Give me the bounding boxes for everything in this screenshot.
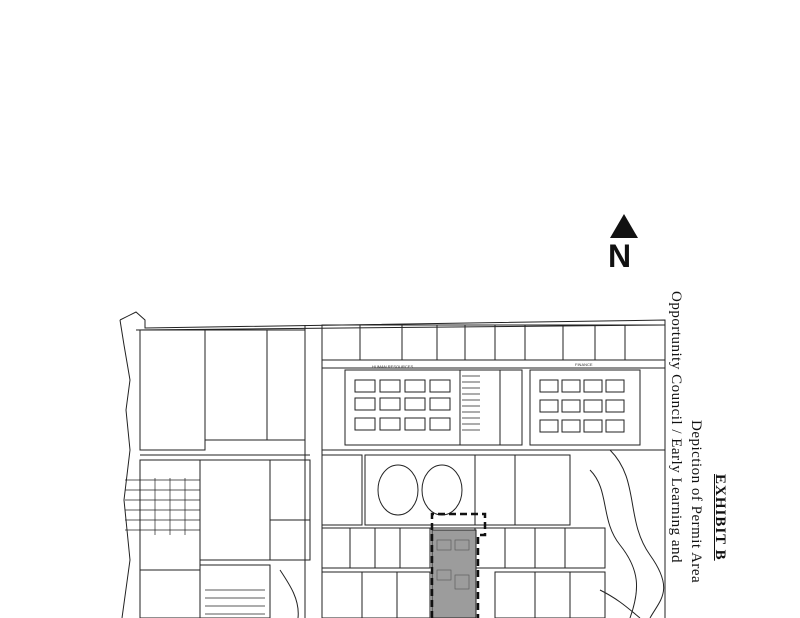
west-room-2 [204, 329, 268, 441]
permit-boundary [430, 512, 487, 618]
north-arrow-letter: N [608, 238, 632, 274]
exhibit-caption-line-1: Depiction of Permit Area [688, 420, 704, 584]
room-label-human-resources: HUMAN RESOURCES [372, 364, 413, 369]
north-arrow-icon [610, 214, 638, 238]
exhibit-caption-line-2: Opportunity Council / Early Learning and [668, 291, 684, 564]
building-west-wall [119, 319, 131, 618]
finance-area [529, 369, 641, 446]
room-label-finance: FINANCE [575, 362, 593, 367]
central-lobby [364, 454, 476, 526]
exhibit-title: EXHIBIT B [712, 474, 728, 561]
west-room-1 [139, 329, 206, 451]
human-resources-area [344, 369, 461, 446]
permit-area [431, 529, 477, 618]
building-outline [119, 311, 666, 618]
